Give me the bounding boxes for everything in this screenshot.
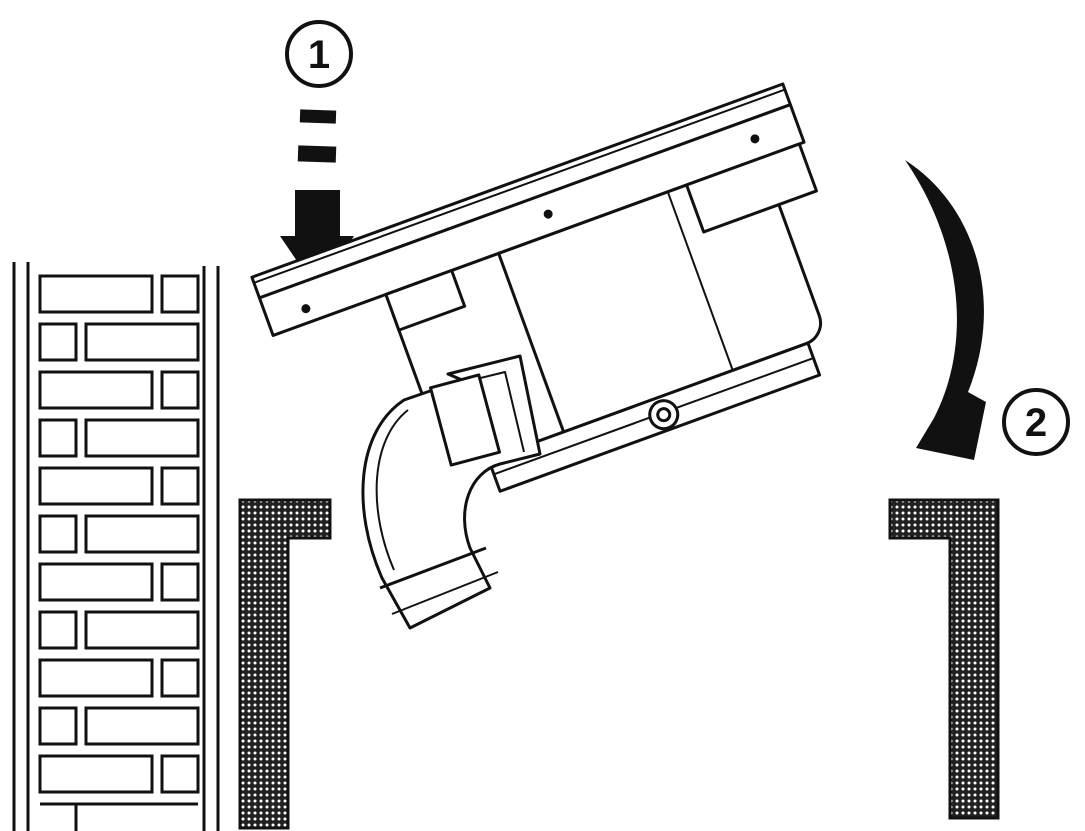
- bracket-block: [384, 269, 467, 332]
- dash-mark: [299, 109, 337, 124]
- cable-conduit: [361, 354, 542, 630]
- slot-left-bracket: [238, 498, 332, 830]
- ceiling-slot: [238, 498, 1000, 830]
- step-2-indicator: 2: [905, 160, 1070, 460]
- sun-shield: [685, 142, 818, 234]
- step-2-badge: [1002, 388, 1070, 456]
- slot-right-bracket: [888, 498, 1000, 820]
- step-1-badge: [285, 20, 353, 88]
- down-arrow-icon: [280, 190, 354, 292]
- step-2-number: 2: [1025, 401, 1047, 445]
- step-1-number: 1: [308, 33, 330, 77]
- curved-arrow-icon: [905, 160, 986, 460]
- brick-wall: [12, 262, 220, 831]
- camera-body: [250, 82, 823, 493]
- step-1-indicator: 1: [280, 20, 354, 292]
- dash-mark: [297, 145, 337, 163]
- conduit-coupler: [428, 373, 502, 467]
